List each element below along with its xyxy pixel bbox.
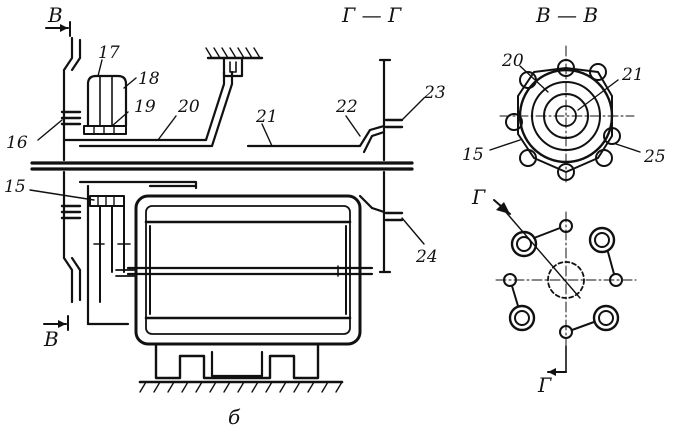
- main-section-view: B B 17 18 19 20 21 22 23 24 16 15 б: [4, 3, 446, 429]
- base-mount: [138, 342, 344, 393]
- view-b-b: B — B 20 21 15 25: [462, 3, 666, 185]
- upper-carrier: [62, 70, 234, 148]
- left-bearings: [60, 110, 82, 220]
- fixed-support: [205, 47, 264, 78]
- right-bulkhead: [378, 58, 392, 274]
- label-section-b-bottom: B: [43, 327, 59, 351]
- right-bearings: [384, 118, 404, 222]
- label-18: 18: [138, 69, 160, 89]
- label-23: 23: [423, 83, 446, 103]
- leader-lines: [29, 59, 425, 245]
- label-19: 19: [134, 97, 156, 117]
- label-25: 25: [643, 147, 666, 167]
- label-21: 21: [255, 107, 278, 127]
- lower-carrier: [78, 180, 198, 326]
- label-section-g-left: Г: [471, 185, 486, 209]
- view-g-g: Г Г: [471, 185, 637, 397]
- arrow-icon: [496, 202, 510, 214]
- arrow-right-icon: [58, 320, 66, 328]
- left-housing-wall: [62, 36, 82, 304]
- motor-housing: [126, 194, 386, 346]
- lower-satellite-gear: [89, 195, 135, 303]
- central-shaft: [30, 161, 414, 171]
- label-21-view: 21: [621, 65, 644, 85]
- ring-21: [543, 93, 589, 139]
- label-16: 16: [6, 133, 28, 153]
- arrow-right-icon: [60, 24, 68, 32]
- label-20: 20: [177, 97, 200, 117]
- label-section-b-title: B — B: [535, 3, 598, 27]
- shaft-core: [555, 105, 577, 127]
- label-section-b-top: B: [47, 3, 63, 27]
- label-section-g-title: Г — Г: [341, 3, 402, 27]
- upper-hub: [246, 124, 386, 154]
- upper-satellite-gear: [83, 74, 128, 135]
- label-15-view: 15: [462, 145, 484, 165]
- label-22: 22: [335, 97, 358, 117]
- label-15: 15: [4, 177, 26, 197]
- arrow-left-icon: [548, 368, 556, 376]
- label-20-view: 20: [501, 51, 524, 71]
- label-17: 17: [98, 43, 120, 63]
- label-24: 24: [415, 247, 438, 267]
- dashed-hub: [547, 261, 585, 299]
- main-view-labels: B B 17 18 19 20 21 22 23 24 16 15 б: [4, 3, 446, 429]
- label-section-g-bottom: Г: [537, 373, 552, 397]
- ring-20: [531, 81, 601, 151]
- caption-label: б: [228, 405, 241, 429]
- section-marker-b: [43, 21, 71, 331]
